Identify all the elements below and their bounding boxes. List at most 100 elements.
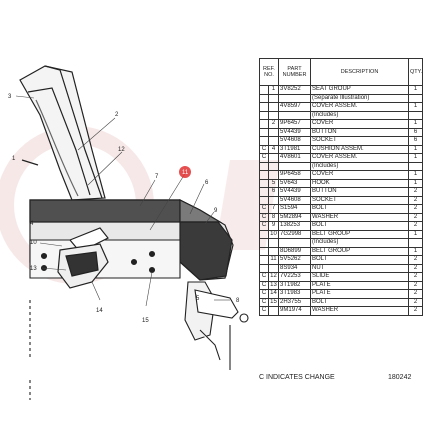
- ref-no-cell: 15: [267, 297, 280, 307]
- description-cell: BUTTON: [310, 127, 410, 137]
- quantity-cell: [408, 110, 424, 120]
- description-cell: COVER ASSEM.: [310, 102, 410, 112]
- part-number-cell: 3V8252: [278, 85, 312, 95]
- description-cell: COVER: [310, 170, 410, 180]
- part-number-cell: [278, 161, 312, 171]
- quantity-cell: [408, 161, 424, 171]
- description-cell: COVER: [310, 119, 410, 129]
- ref-no-cell: [267, 161, 280, 171]
- part-number-cell: 5V4608: [278, 195, 312, 205]
- description-cell: (Includes): [310, 110, 410, 120]
- part-number-cell: 7G2998: [278, 229, 312, 239]
- ref-no-cell: [267, 136, 280, 146]
- part-number-cell: 4V8597: [278, 102, 312, 112]
- ref-no-cell: 14: [267, 289, 280, 299]
- part-number-cell: 5V5262: [278, 255, 312, 265]
- quantity-cell: 1: [408, 246, 424, 256]
- quantity-cell: [408, 93, 424, 103]
- part-number-cell: 9M1974: [278, 306, 312, 316]
- quantity-cell: 2: [408, 255, 424, 265]
- change-flag-cell: [259, 136, 269, 146]
- description-cell: BOLT: [310, 221, 410, 231]
- part-number-cell: 7V2253: [278, 272, 312, 282]
- description-cell: WASHER: [310, 212, 410, 222]
- part-number-cell: [278, 110, 312, 120]
- ref-no-cell: 9: [267, 221, 280, 231]
- ref-no-cell: 11: [267, 255, 280, 265]
- ref-no-cell: [267, 246, 280, 256]
- ref-no-cell: [267, 238, 280, 248]
- seat-back: [19, 65, 106, 201]
- quantity-cell: 2: [408, 221, 424, 231]
- change-flag-cell: [259, 255, 269, 265]
- description-cell: BOLT: [310, 255, 410, 265]
- callout-7: 7: [155, 174, 159, 180]
- table-row: (Includes): [259, 238, 424, 248]
- description-cell: SOCKET: [310, 136, 410, 146]
- description-cell: SEAT GROUP: [310, 85, 410, 95]
- part-number-cell: 5M2894: [278, 212, 312, 222]
- header-description: DESCRIPTION: [310, 58, 410, 86]
- quantity-cell: 1: [408, 119, 424, 129]
- quantity-cell: 1: [408, 153, 424, 163]
- change-flag-cell: [259, 102, 269, 112]
- change-flag-cell: [259, 119, 269, 129]
- callout-6: 6: [205, 180, 209, 186]
- callout-2: 2: [115, 112, 119, 118]
- callout-5: 5: [196, 296, 200, 302]
- quantity-cell: 1: [408, 102, 424, 112]
- description-cell: BOLT: [310, 204, 410, 214]
- quantity-cell: 2: [408, 204, 424, 214]
- leader-lines: [15, 95, 230, 307]
- change-flag-cell: C: [259, 297, 269, 307]
- quantity-cell: 2: [408, 263, 424, 273]
- callout-9: 9: [214, 208, 218, 214]
- table-header-row: REF. NO. PART NUMBER DESCRIPTION QTY.: [258, 58, 424, 86]
- quantity-cell: 1: [408, 170, 424, 180]
- change-flag-cell: [259, 238, 269, 248]
- ref-no-cell: [267, 195, 280, 205]
- change-flag-cell: C: [259, 280, 269, 290]
- change-flag-cell: [259, 263, 269, 273]
- description-cell: BELT GROUP: [310, 246, 410, 256]
- part-number-cell: 5V643: [278, 178, 312, 188]
- change-flag-cell: C: [259, 153, 269, 163]
- description-cell: PLATE: [310, 289, 410, 299]
- quantity-cell: 2: [408, 272, 424, 282]
- callout-11: 11: [182, 170, 189, 176]
- quantity-cell: 1: [408, 144, 424, 154]
- quantity-cell: 1: [408, 85, 424, 95]
- ref-no-cell: 4: [267, 144, 280, 154]
- quantity-cell: 2: [408, 306, 424, 316]
- change-flag-cell: [259, 187, 269, 197]
- ref-no-cell: 6: [267, 187, 280, 197]
- callout-4: 4: [30, 221, 34, 227]
- change-flag-cell: [259, 93, 269, 103]
- description-cell: COVER ASSEM.: [310, 153, 410, 163]
- quantity-cell: 2: [408, 212, 424, 222]
- ref-no-cell: [267, 102, 280, 112]
- change-flag-cell: C: [259, 144, 269, 154]
- quantity-cell: 2: [408, 289, 424, 299]
- change-flag-cell: [259, 127, 269, 137]
- header-qty: QTY.: [408, 58, 424, 86]
- description-cell: (Includes): [310, 238, 410, 248]
- part-number-cell: 2H3755: [278, 297, 312, 307]
- ref-no-cell: 7: [267, 204, 280, 214]
